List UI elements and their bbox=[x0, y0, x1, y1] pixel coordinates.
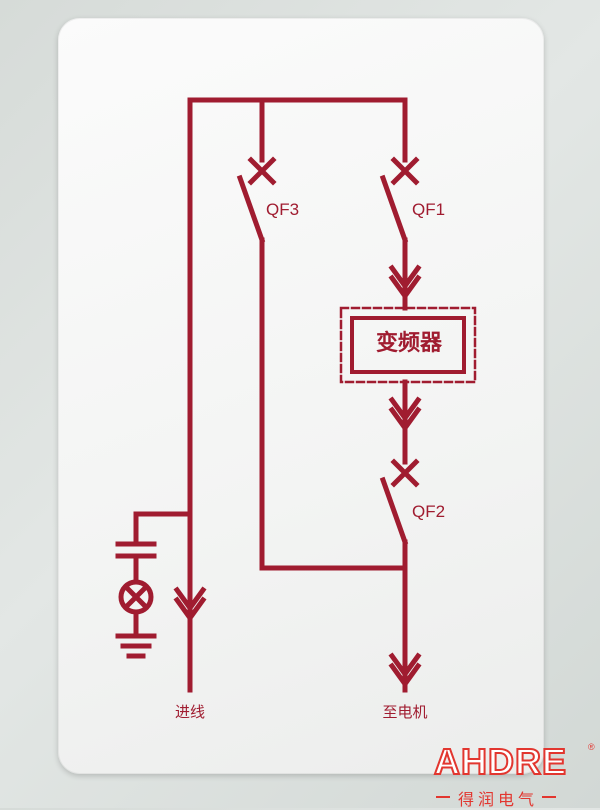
label-qf1: QF1 bbox=[412, 200, 445, 219]
vfd-box bbox=[339, 306, 477, 384]
brand-tagline: 得润电气 bbox=[435, 786, 557, 810]
breaker-qf2 bbox=[379, 458, 420, 693]
registered-mark: ® bbox=[588, 742, 595, 752]
arrow-to-vfd bbox=[388, 264, 422, 301]
breaker-qf3 bbox=[236, 156, 408, 571]
label-qf3: QF3 bbox=[266, 200, 299, 219]
top-busbar bbox=[187, 97, 408, 163]
label-to-motor: 至电机 bbox=[382, 704, 427, 721]
arrow-from-vfd bbox=[388, 396, 422, 433]
arrow-to-motor bbox=[388, 652, 422, 689]
ground-icon bbox=[115, 633, 157, 659]
arrow-incoming bbox=[173, 586, 207, 623]
brand-wordmark: AHDRE bbox=[433, 741, 568, 783]
brand-logo: AHDRE ® 得润电气 bbox=[428, 741, 600, 810]
indicator-branch bbox=[115, 511, 193, 659]
label-incoming: 进线 bbox=[175, 704, 205, 721]
label-vfd: 变频器 bbox=[376, 330, 443, 355]
label-qf2: QF2 bbox=[412, 502, 445, 521]
